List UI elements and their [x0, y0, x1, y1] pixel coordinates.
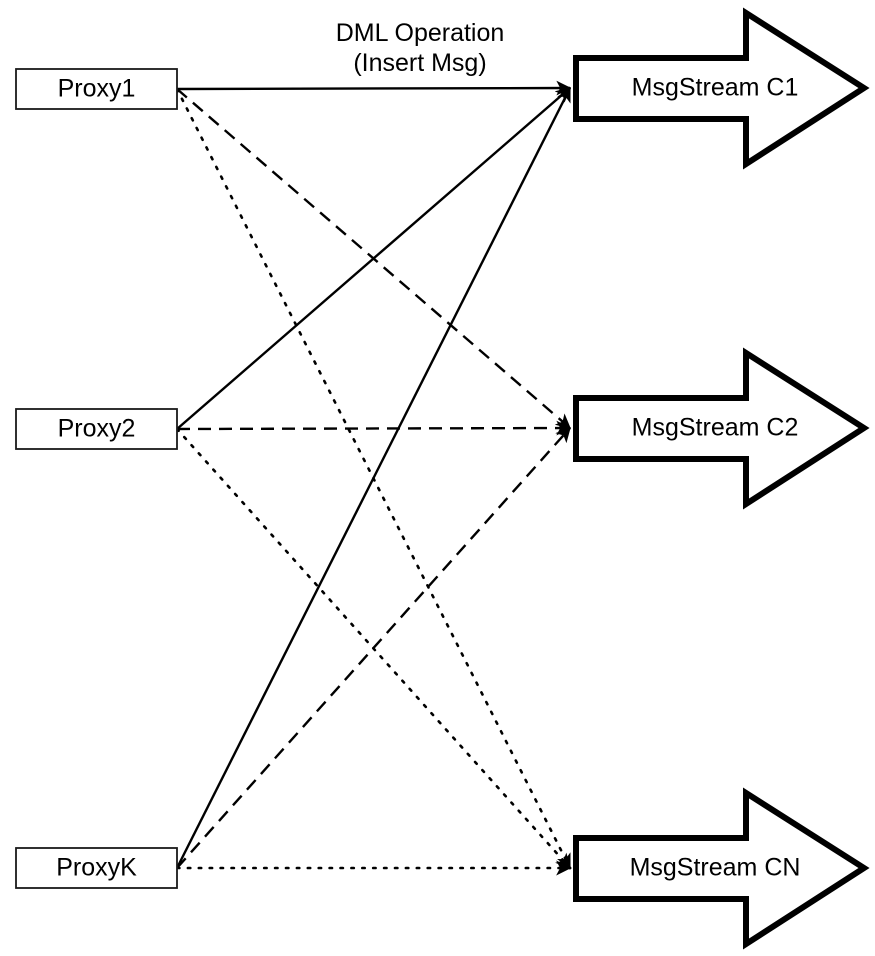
edge-proxy1-to-msgstream-c1[interactable] — [176, 80, 572, 96]
proxyk-label: ProxyK — [56, 854, 137, 882]
msgstream-c1-label: MsgStream C1 — [632, 74, 799, 102]
msgstream-cn-label: MsgStream CN — [630, 854, 801, 882]
edge-proxy2-to-msgstream-c2[interactable] — [176, 420, 572, 436]
edge-proxy2-to-msgstream-c1[interactable] — [176, 87, 571, 430]
edge-proxyk-to-msgstream-c1[interactable] — [175, 86, 572, 869]
dml-operation-annotation-line1: DML Operation — [336, 19, 505, 47]
node-msgstream-c1[interactable]: MsgStream C1 — [573, 7, 870, 170]
proxy-layer: Proxy1 Proxy2 ProxyK — [15, 68, 178, 889]
proxy1-box[interactable] — [15, 68, 178, 110]
proxyk-box[interactable] — [15, 847, 178, 889]
node-proxy2[interactable]: Proxy2 — [15, 408, 178, 450]
proxy2-label: Proxy2 — [58, 415, 136, 443]
msgstream-c2-label: MsgStream C2 — [632, 414, 799, 442]
node-proxy1[interactable]: Proxy1 — [15, 68, 178, 110]
annotation-layer: DML Operation (Insert Msg) — [336, 19, 505, 77]
edge-proxyk-to-msgstream-c2[interactable] — [176, 427, 571, 869]
node-proxyk[interactable]: ProxyK — [15, 847, 178, 889]
node-msgstream-cn[interactable]: MsgStream CN — [573, 787, 870, 950]
msgstream-c1-arrow-shape[interactable] — [573, 7, 870, 170]
msgstream-cn-arrow-shape[interactable] — [573, 787, 870, 950]
node-msgstream-c2[interactable]: MsgStream C2 — [573, 347, 870, 510]
edge-layer — [175, 80, 572, 876]
msgstream-c2-arrow-shape[interactable] — [573, 347, 870, 510]
stream-layer: MsgStream C1 MsgStream C2 MsgStream CN — [573, 7, 870, 950]
dml-operation-annotation-line2: (Insert Msg) — [353, 49, 486, 77]
proxy2-box[interactable] — [15, 408, 178, 450]
proxy1-label: Proxy1 — [58, 75, 136, 103]
